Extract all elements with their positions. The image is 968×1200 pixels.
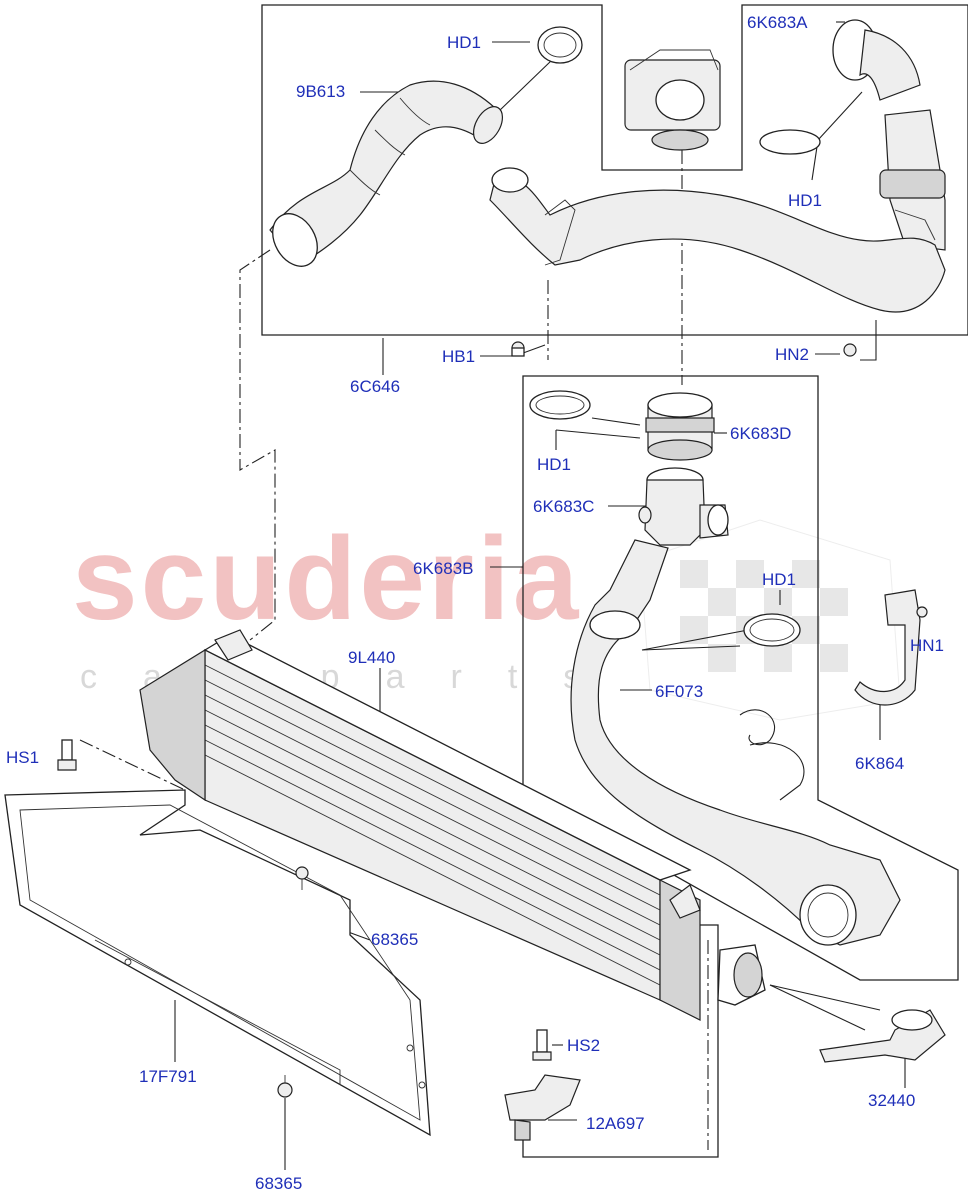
hose-clamp-hd1-mid: [529, 390, 591, 420]
label-6c646[interactable]: 6C646: [350, 377, 401, 396]
label-32440[interactable]: 32440: [868, 1091, 916, 1110]
throttle-body: [624, 49, 721, 151]
label-9b613[interactable]: 9B613: [296, 82, 346, 101]
label-6f073[interactable]: 6F073: [655, 682, 704, 701]
coupling-6k683d: [645, 392, 715, 461]
connector-6k683c: [638, 467, 729, 546]
frame-6c646: [261, 4, 968, 336]
label-hd1-right[interactable]: HD1: [788, 191, 823, 210]
label-6k683b[interactable]: 6K683B: [413, 559, 474, 578]
label-hd1-top[interactable]: HD1: [447, 33, 482, 52]
checkered-flag-watermark: [639, 519, 901, 721]
label-hn1[interactable]: HN1: [910, 636, 945, 655]
bolt-hb1: [511, 341, 525, 357]
bracket-6k864: [854, 589, 921, 706]
label-hn2[interactable]: HN2: [775, 345, 810, 364]
bolt-hs1: [57, 739, 77, 771]
hose-32440: [819, 1009, 946, 1063]
undershield-17f791: [4, 789, 431, 1137]
bolt-hs2: [532, 1029, 552, 1061]
hose-clamp-hd1-lower: [743, 613, 801, 647]
label-17f791[interactable]: 17F791: [139, 1067, 197, 1086]
label-9l440[interactable]: 9L440: [348, 648, 396, 667]
fastener-68365-bottom: [277, 1075, 293, 1098]
alignment-line-left: [239, 249, 276, 641]
sensor-12a697: [504, 1074, 581, 1141]
nut-hn1: [916, 606, 928, 618]
label-6k683d[interactable]: 6K683D: [730, 424, 792, 443]
pipe-6c646: [489, 167, 946, 313]
label-6k683c[interactable]: 6K683C: [533, 497, 595, 516]
hose-6f073: [570, 539, 901, 946]
label-hd1-mid[interactable]: HD1: [537, 455, 572, 474]
nut-hn2: [843, 343, 857, 357]
label-hs1[interactable]: HS1: [6, 748, 40, 767]
alignment-line-hs1: [79, 739, 186, 791]
label-6k683a[interactable]: 6K683A: [747, 13, 808, 32]
hose-9b613: [269, 80, 504, 267]
label-hd1-lower[interactable]: HD1: [762, 570, 797, 589]
pipe-6k683a: [759, 19, 946, 251]
intercooler-9l440: [139, 629, 766, 1021]
spring-clamp: [739, 709, 805, 801]
label-12a697[interactable]: 12A697: [586, 1114, 645, 1133]
label-68365-bottom[interactable]: 68365: [255, 1174, 303, 1193]
fastener-68365-right: [295, 866, 309, 890]
label-hb1[interactable]: HB1: [442, 347, 476, 366]
hose-clamp-hd1-top: [537, 26, 583, 64]
label-68365-right[interactable]: 68365: [371, 930, 419, 949]
label-6k864[interactable]: 6K864: [855, 754, 905, 773]
label-hs2[interactable]: HS2: [567, 1036, 601, 1055]
